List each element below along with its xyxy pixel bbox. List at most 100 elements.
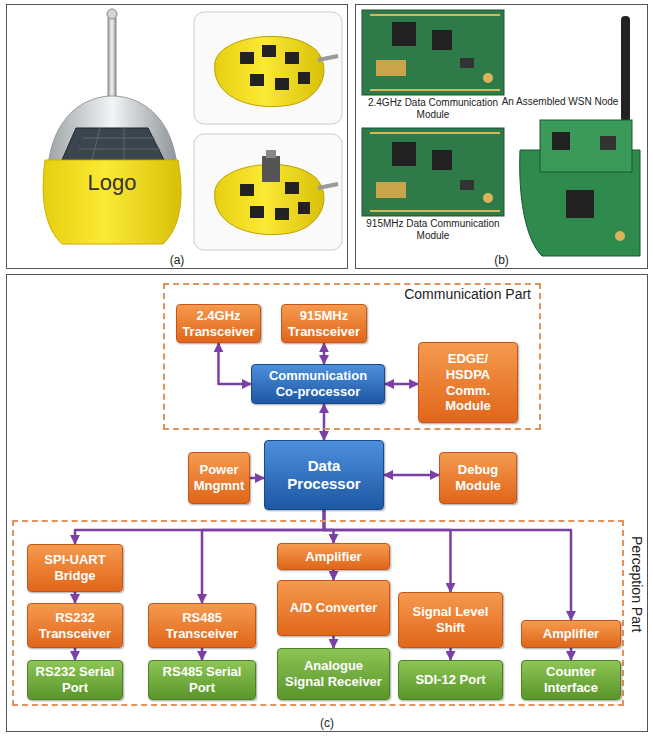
device-view-plug-part [262,156,280,182]
assembled-node-photo-part [615,231,625,241]
connector [250,477,264,480]
device-view-top [194,12,342,124]
pcb-photo-2-4ghz-part [362,10,504,95]
device-view-plug-part [194,134,342,250]
box-label: SPI-UART Bridge [33,552,117,583]
port-box: RS485 Serial Port [148,660,256,700]
module-box: 915MHz Transceiver [281,304,367,343]
module-box: RS232 Transceiver [27,603,123,648]
photo-caption: 915MHz Data Communication Module [360,218,506,242]
device-view-top-part [215,36,324,106]
box-label: RS232 Serial Port [33,664,117,695]
region-title: Communication Part [404,286,531,302]
box-label: Power Mngmnt [194,462,245,493]
device-view-plug-part [285,182,299,194]
device-view-top-part [250,74,264,86]
device-view-plug-part [240,184,254,196]
device-view-top-part [194,12,342,124]
connector [323,343,326,364]
photo-caption: 2.4GHz Data Communication Module [360,97,506,121]
port-box: Counter Interface [521,660,621,700]
box-label: SDI-12 Port [415,672,485,688]
box-label: Data Processor [270,457,378,493]
connector [385,383,418,386]
panel-label: (a) [7,253,347,267]
module-box: RS485 Transceiver [148,603,256,648]
assembled-node-photo-part [566,190,594,218]
device-view-top-part [275,78,289,90]
device-view-plug-part [266,150,276,158]
module-box: Amplifier [277,543,390,570]
connector [219,343,252,384]
device-view-top-part [262,45,276,57]
box-label: Analogue Signal Receiver [283,658,384,689]
region-title: Perception Part [629,536,645,633]
box-label: Communication Co-processor [257,368,379,399]
box-label: RS485 Serial Port [154,664,250,695]
pcb-photo-2-4ghz-part [460,58,474,68]
connector [74,592,77,603]
pcb-photo-2-4ghz-part [370,15,500,90]
box-label: A/D Converter [290,600,377,616]
port-box: SDI-12 Port [398,660,503,700]
panel-label: (c) [7,716,647,730]
pcb-photo-915mhz-part [392,142,416,166]
device-view-top-part [240,52,254,64]
box-label: 915MHz Transceiver [287,308,361,339]
pcb-photo-2-4ghz-part [376,60,406,76]
connector [75,510,324,544]
module-box: A/D Converter [277,580,390,636]
connector [332,636,335,648]
box-label: RS232 Transceiver [33,610,117,641]
logo-text: Logo [67,170,157,196]
wsn-device-render-part [107,9,117,19]
assembled-node-photo-part [540,120,632,172]
assembled-node-photo-part [600,136,616,150]
connector [324,510,334,543]
device-view-top-part [285,52,299,64]
pcb-photo-915mhz-part [376,182,406,198]
device-view-top-part [298,72,310,84]
device-view-plug-part [318,184,338,188]
module-box: Power Mngmnt [188,452,250,504]
pcb-photo-2-4ghz-part [392,22,416,46]
figure-panel: (c) Communication Part 2.4GHz Transceiver 9… [6,274,648,732]
pcb-photo-915mhz-part [432,150,452,170]
device-view-plug-part [250,206,264,218]
device-view-plug-part [275,208,289,220]
connector [449,648,452,660]
pcb-photo-915mhz [362,128,504,216]
pcb-photo-915mhz-part [460,180,474,190]
box-label: Debug Module [445,462,511,493]
connector [74,648,77,660]
pcb-photo-915mhz-part [483,193,493,203]
connector [384,474,439,477]
box-label: Signal Level Shift [404,604,497,635]
wsn-device-render-part [62,128,164,160]
processor-box: Communication Co-processor [251,364,385,404]
assembled-node-photo-part [621,16,630,122]
panel-label: (b) [356,253,647,267]
wsn-device-render-part [48,96,177,165]
module-box: SPI-UART Bridge [27,544,123,592]
dashed-region: Perception PartSPI-UART BridgeRS232 Tran… [12,520,624,706]
box-label: Amplifier [305,549,361,565]
port-box: RS232 Serial Port [27,660,123,700]
connector [323,404,326,440]
wsn-device-render-part [79,128,160,160]
pcb-photo-2-4ghz-part [483,73,493,83]
photo-caption: An Assembled WSN Node [500,96,620,108]
module-box: Debug Module [439,452,517,504]
device-view-plug [194,134,342,250]
device-view-top-part [318,56,338,60]
module-box: Amplifier [521,620,621,648]
connector [332,570,335,580]
box-label: RS485 Transceiver [154,610,250,641]
pcb-photo-915mhz-part [362,128,504,216]
assembled-node-photo [520,16,640,256]
module-box: Signal Level Shift [398,592,503,648]
box-label: 2.4GHz Transceiver [182,308,255,339]
port-box: Analogue Signal Receiver [277,648,390,700]
pcb-photo-2-4ghz [362,10,504,95]
